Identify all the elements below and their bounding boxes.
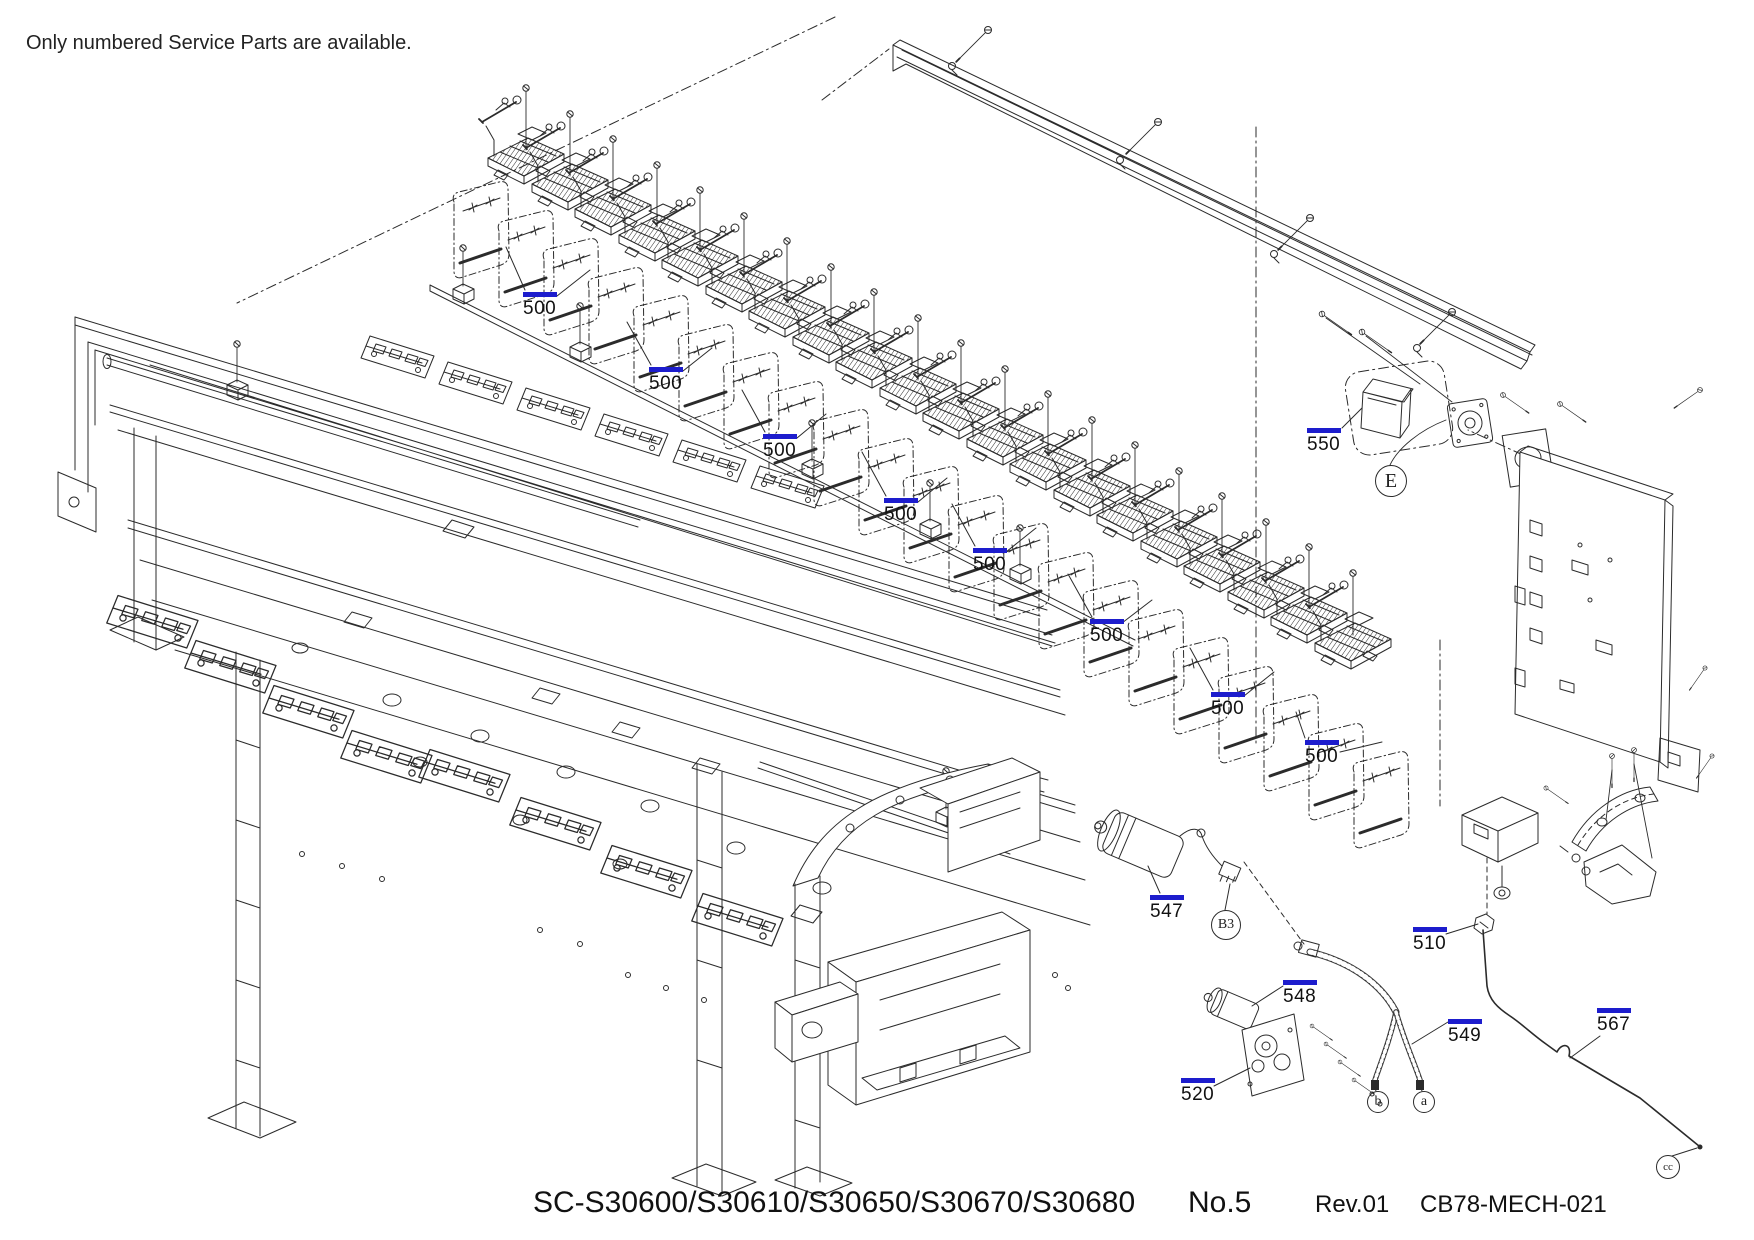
reference-bubble-b: b bbox=[1367, 1091, 1389, 1113]
motor-547 bbox=[1094, 809, 1242, 883]
part-number-text: 548 bbox=[1283, 986, 1317, 1007]
part-label-underline bbox=[1150, 895, 1184, 900]
gear-assembly-520 bbox=[1241, 1013, 1383, 1107]
part-number-text: 500 bbox=[884, 504, 918, 525]
label-leader-lines bbox=[505, 246, 1698, 1157]
part-number-text: 500 bbox=[649, 373, 683, 394]
fan-assembly-550 bbox=[1317, 309, 1588, 488]
screw-icon bbox=[1687, 664, 1709, 692]
part-number-text: 549 bbox=[1448, 1025, 1482, 1046]
part-label-underline bbox=[1181, 1078, 1215, 1083]
part-label-500-1: 500 bbox=[523, 292, 557, 318]
screw-icon bbox=[1357, 327, 1394, 356]
wire-567 bbox=[1473, 913, 1703, 1150]
part-label-underline bbox=[884, 498, 918, 503]
part-label-underline bbox=[523, 292, 557, 297]
screw-icon bbox=[1336, 1058, 1362, 1079]
cable-549 bbox=[1293, 939, 1424, 1090]
part-number-text: 550 bbox=[1307, 434, 1341, 455]
part-number-text: 500 bbox=[1211, 698, 1245, 719]
part-label-underline bbox=[1090, 619, 1124, 624]
reference-bubble-E: E bbox=[1375, 465, 1407, 497]
damper-assembly-row bbox=[478, 83, 1392, 670]
part-number-text: 500 bbox=[973, 554, 1007, 575]
screw-icon bbox=[1416, 306, 1458, 348]
reference-bubble-cc: cc bbox=[1656, 1155, 1680, 1179]
part-label-underline bbox=[649, 367, 683, 372]
footer-model-list: SC-S30600/S30610/S30650/S30670/S30680 bbox=[533, 1186, 1136, 1219]
part-label-510: 510 bbox=[1413, 927, 1447, 953]
part-label-underline bbox=[1305, 740, 1339, 745]
rail-screw-holes bbox=[948, 62, 1423, 358]
motor-548 bbox=[1203, 987, 1260, 1030]
screw-icon bbox=[1122, 116, 1164, 158]
screw-icon bbox=[1317, 309, 1354, 338]
screw-icon bbox=[1672, 385, 1705, 411]
part-label-500-5: 500 bbox=[973, 548, 1007, 574]
part-label-550: 550 bbox=[1307, 428, 1341, 454]
screw-icon bbox=[952, 24, 994, 66]
screw-icon bbox=[1694, 752, 1716, 780]
part-number-text: 567 bbox=[1597, 1014, 1631, 1035]
part-label-underline bbox=[763, 434, 797, 439]
top-rail bbox=[892, 24, 1536, 370]
part-number-text: 520 bbox=[1181, 1084, 1215, 1105]
part-number-text: 500 bbox=[523, 298, 557, 319]
side-panel bbox=[1498, 385, 1716, 793]
part-label-underline bbox=[1211, 692, 1245, 697]
part-label-underline bbox=[973, 548, 1007, 553]
part-label-underline bbox=[1448, 1019, 1482, 1024]
screw-icon bbox=[1308, 1022, 1334, 1043]
screw-icon bbox=[1498, 390, 1531, 416]
section-boundary-lines bbox=[236, 16, 1524, 945]
part-label-500-8: 500 bbox=[1305, 740, 1339, 766]
reference-bubble-B3: B3 bbox=[1211, 910, 1241, 940]
footer-sheet-number: No.5 bbox=[1188, 1186, 1252, 1219]
part-number-text: 500 bbox=[1305, 746, 1339, 767]
chassis-frame bbox=[57, 316, 1091, 1197]
part-number-text: 510 bbox=[1413, 933, 1447, 954]
screw-icon bbox=[1322, 1040, 1348, 1061]
clamp-510 bbox=[1473, 913, 1495, 935]
bracket-cluster bbox=[1461, 746, 1659, 905]
part-number-text: 500 bbox=[1090, 625, 1124, 646]
part-number-text: 547 bbox=[1150, 901, 1184, 922]
deck-screws bbox=[299, 851, 1071, 1003]
reference-bubble-a: a bbox=[1413, 1091, 1435, 1113]
part-label-567: 567 bbox=[1597, 1008, 1631, 1034]
part-number-text: 500 bbox=[763, 440, 797, 461]
part-label-500-4: 500 bbox=[884, 498, 918, 524]
part-label-547: 547 bbox=[1150, 895, 1184, 921]
part-label-549: 549 bbox=[1448, 1019, 1482, 1045]
part-label-500-6: 500 bbox=[1090, 619, 1124, 645]
part-label-500-2: 500 bbox=[649, 367, 683, 393]
part-label-underline bbox=[1307, 428, 1341, 433]
carriage-assembly bbox=[774, 757, 1049, 1197]
head-plate-strips bbox=[106, 335, 825, 947]
part-label-underline bbox=[1283, 980, 1317, 985]
note-text: Only numbered Service Parts are availabl… bbox=[26, 32, 412, 54]
part-label-underline bbox=[1413, 927, 1447, 932]
footer-revision: Rev.01 bbox=[1315, 1191, 1390, 1218]
part-label-500-7: 500 bbox=[1211, 692, 1245, 718]
part-label-underline bbox=[1597, 1008, 1631, 1013]
screw-icon bbox=[1542, 784, 1570, 806]
part-label-520: 520 bbox=[1181, 1078, 1215, 1104]
part-label-548: 548 bbox=[1283, 980, 1317, 1006]
part-label-500-3: 500 bbox=[763, 434, 797, 460]
screw-icon bbox=[1555, 399, 1588, 425]
footer-document-code: CB78-MECH-021 bbox=[1420, 1191, 1607, 1218]
